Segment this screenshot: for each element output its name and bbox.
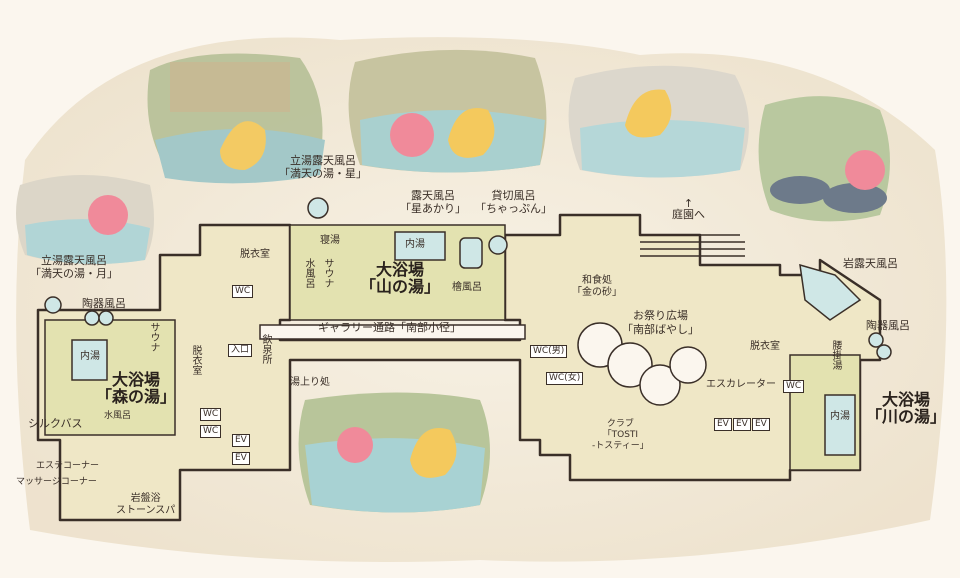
- touki-right-pool-1: [868, 332, 884, 348]
- label-touki-left: 陶器風呂: [82, 297, 126, 310]
- label-nemaru: 寝湯: [320, 235, 340, 246]
- label-hinoki: 檜風呂: [452, 282, 482, 293]
- kashikiri-pool: [488, 235, 508, 255]
- wc-box-1: WC: [232, 285, 254, 298]
- label-ganban: 岩盤浴ストーンスパ: [116, 493, 176, 516]
- label-touki-right: 陶器風呂: [866, 319, 910, 332]
- label-inryo: 飲泉所: [260, 334, 271, 364]
- label-escalator: エスカレーター: [706, 379, 776, 390]
- touki-left-pool-2: [98, 310, 114, 326]
- ev-box-1: EV: [232, 434, 250, 447]
- touki-right-pool-2: [876, 344, 892, 360]
- label-club: クラブ「TOSTI-トスティー」: [592, 419, 649, 451]
- label-entrance: 入口: [228, 344, 253, 357]
- photo-vignette-right: [758, 96, 890, 222]
- photo-vignette-left: [16, 175, 154, 264]
- label-datsui-mori: 脱衣室: [190, 345, 201, 375]
- label-datsui-kawa: 脱衣室: [750, 341, 780, 352]
- hinoki-pool: [459, 237, 483, 269]
- pink-character: [337, 427, 373, 463]
- mori-uchiyu-pool: [71, 339, 108, 381]
- ev-box-4: EV: [733, 418, 751, 431]
- label-uchiyu-yama: 内湯: [405, 239, 425, 250]
- kawa-no-yu-title: 大浴場「川の湯」: [866, 390, 947, 426]
- label-gallery: ギャラリー通路「南部小径」: [318, 321, 461, 334]
- label-kashikiri: 貸切風呂「ちゃっぷん」: [475, 189, 552, 215]
- ev-box-2: EV: [232, 452, 250, 465]
- label-silk: シルクバス: [28, 417, 83, 430]
- photo-vignette-top-right-center: [568, 65, 749, 178]
- pink-character: [88, 195, 128, 235]
- yellow-character: [410, 428, 457, 478]
- yama-uchiyu-pool: [394, 231, 446, 261]
- photo-vignette-top-center: [348, 49, 547, 173]
- label-yuagari: 湯上り処: [290, 377, 330, 388]
- tachiyu-tsuki-pool: [44, 296, 62, 314]
- mori-zone: [44, 319, 176, 436]
- label-sauna-mori: サウナ: [148, 322, 159, 352]
- tachiyu-hoshi-pool: [307, 197, 329, 219]
- omatsuri-plaza: [577, 322, 707, 406]
- wc-box-4: WC: [783, 380, 805, 393]
- label-washoku: 和食処「金の砂」: [572, 275, 622, 298]
- photo-vignette-bottom-center: [298, 392, 490, 513]
- label-mizuburo-mori: 水風呂: [104, 411, 132, 421]
- wc-men-box: WC(男): [530, 345, 568, 358]
- label-uchiyu-kawa: 内湯: [830, 411, 850, 422]
- ev-box-5: EV: [752, 418, 770, 431]
- wc-box-2: WC: [200, 408, 222, 421]
- label-iwa-roten: 岩露天風呂: [843, 257, 898, 270]
- yellow-character: [220, 121, 266, 170]
- mori-no-yu-title: 大浴場「森の湯」: [96, 370, 177, 406]
- pink-character: [390, 113, 434, 157]
- label-este: エステコーナー: [36, 461, 100, 471]
- label-massage: マッサージコーナー: [16, 477, 97, 487]
- label-koshikake: 腰掛湯: [830, 340, 841, 370]
- label-tachiyu-tsuki: 立湯露天風呂「満天の湯・月」: [30, 254, 118, 280]
- label-tachiyu-hoshi: 立湯露天風呂「満天の湯・星」: [279, 154, 367, 180]
- garden-path: [640, 234, 745, 257]
- pink-character: [845, 150, 885, 190]
- touki-left-pool-1: [84, 310, 100, 326]
- iwa-roten-pool: [799, 263, 862, 321]
- kawa-uchiyu-pool: [824, 394, 856, 456]
- label-uchiyu-mori: 内湯: [80, 351, 100, 362]
- ev-box-3: EV: [714, 418, 732, 431]
- gallery-corridor: [259, 324, 526, 340]
- label-omatsuri: お祭り広場「南部ばやし」: [622, 309, 699, 336]
- wc-women-box: WC(女): [546, 372, 584, 385]
- photo-vignette-top-left: [147, 53, 325, 184]
- pools: [44, 197, 892, 456]
- label-roten-hoshi: 露天風呂「星あかり」: [400, 189, 466, 215]
- label-sauna-yama: サウナ: [322, 258, 333, 288]
- label-mizuburo-yama: 水風呂: [303, 258, 314, 288]
- yama-no-yu-title: 大浴場「山の湯」: [360, 260, 441, 296]
- yellow-character: [625, 89, 672, 138]
- wc-box-3: WC: [200, 425, 222, 438]
- label-datsui-yama: 脱衣室: [240, 249, 270, 260]
- label-teien: ↑庭園へ: [672, 197, 705, 221]
- yellow-character: [448, 108, 495, 158]
